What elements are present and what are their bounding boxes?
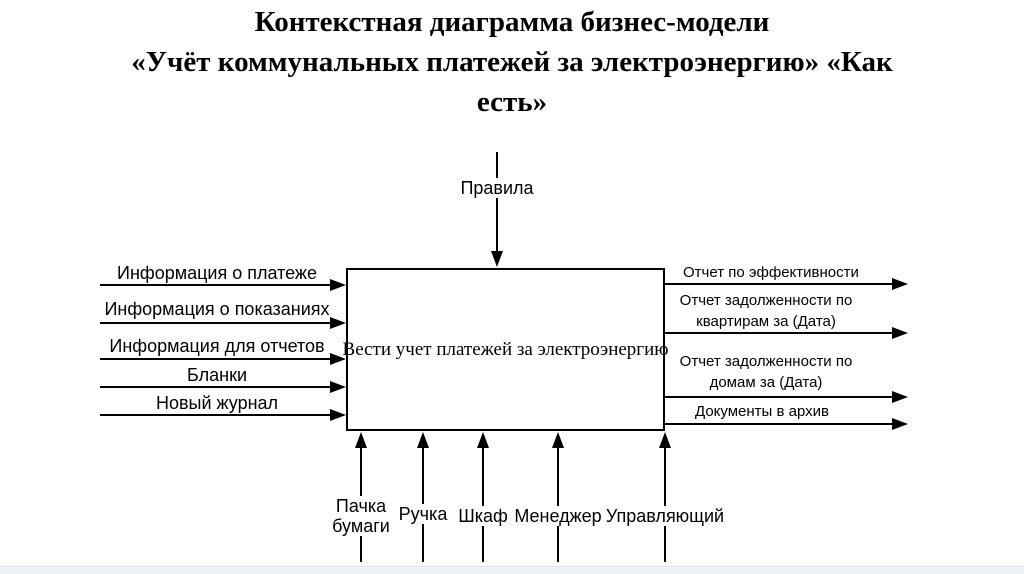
output-label-1: Отчет по эффективности xyxy=(683,264,859,281)
output-arrow-4 xyxy=(665,418,908,430)
input-label-1: Информация о платеже xyxy=(117,263,317,283)
output-label-2-line-1: Отчет задолженности по xyxy=(679,292,853,309)
mechanism-arrow-2 xyxy=(417,432,429,562)
input-label-2: Информация о показаниях xyxy=(104,299,330,319)
bottom-strip xyxy=(0,566,1024,574)
mechanism-label-5: Управляющий xyxy=(602,506,728,526)
input-label-5: Новый журнал xyxy=(155,393,279,413)
mechanism-arrow-3 xyxy=(477,432,489,562)
input-label-4: Бланки xyxy=(187,365,247,385)
input-label-3: Информация для отчетов xyxy=(109,336,325,356)
process-box-label: Вести учет платежей за электроэнергию xyxy=(342,338,669,360)
output-label-3-line-1: Отчет задолженности по xyxy=(679,353,853,370)
mechanism-label-1: Пачка бумаги xyxy=(329,496,393,536)
output-arrow-1 xyxy=(665,278,908,290)
output-arrow-2 xyxy=(665,327,908,339)
mechanism-arrow-4 xyxy=(552,432,564,562)
mechanism-label-1-line-1: Пачка xyxy=(335,496,387,516)
output-label-4: Документы в архив xyxy=(695,403,829,420)
output-label-3-line-2: домам за (Дата) xyxy=(709,374,823,391)
control-label: Правила xyxy=(457,178,537,198)
input-arrow-4 xyxy=(100,381,346,393)
mechanism-label-4: Менеджер xyxy=(511,506,605,526)
output-arrow-3 xyxy=(665,391,908,403)
page-title: Контекстная диаграмма бизнес-модели «Учё… xyxy=(0,2,1024,122)
control-arrow xyxy=(491,152,503,267)
output-label-3: Отчет задолженности по домам за (Дата) xyxy=(680,351,853,393)
page-title-line-3: есть» xyxy=(476,86,548,118)
mechanism-label-3: Шкаф xyxy=(455,506,511,526)
mechanism-label-2: Ручка xyxy=(395,504,451,524)
output-label-2: Отчет задолженности по квартирам за (Дат… xyxy=(680,290,853,332)
input-arrow-1 xyxy=(100,279,346,291)
mechanism-label-1-line-2: бумаги xyxy=(332,516,390,536)
mechanism-arrow-5 xyxy=(659,432,671,562)
process-box: Вести учет платежей за электроэнергию xyxy=(343,268,668,431)
page-title-line-1: Контекстная диаграмма бизнес-модели xyxy=(254,6,770,38)
input-arrow-2 xyxy=(100,317,346,329)
input-arrow-5 xyxy=(100,409,346,421)
page-title-line-2: «Учёт коммунальных платежей за электроэн… xyxy=(131,46,893,78)
output-label-2-line-2: квартирам за (Дата) xyxy=(696,313,836,330)
input-arrow-3 xyxy=(100,353,346,365)
